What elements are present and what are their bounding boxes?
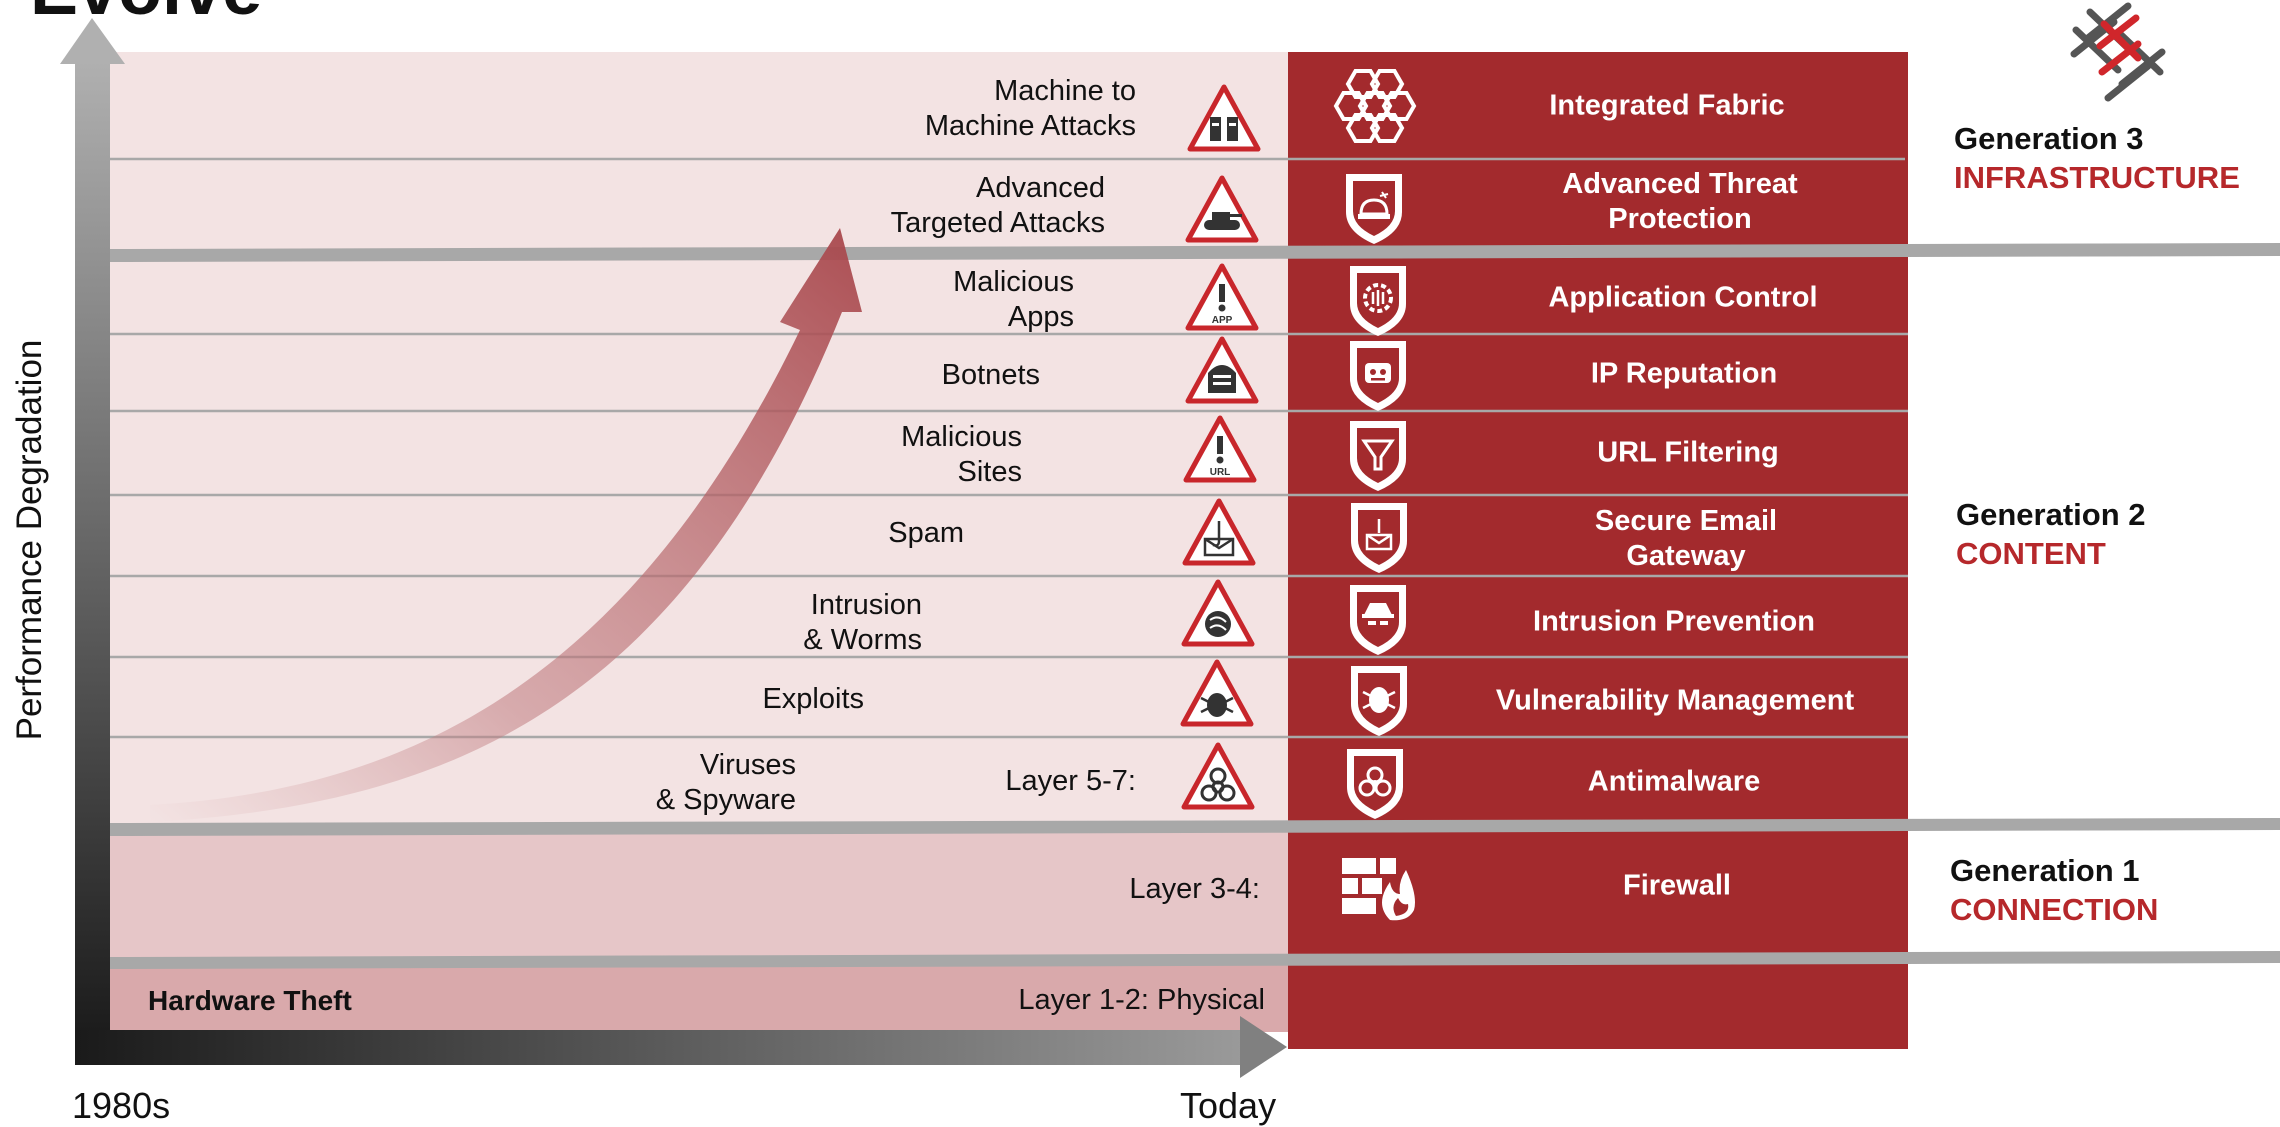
generation-3-category: INFRASTRUCTURE <box>1954 159 2240 195</box>
svg-text:URL: URL <box>1210 467 1231 478</box>
row-dividers <box>110 157 1908 739</box>
tank-warning-icon <box>1185 175 1259 243</box>
layer-3-4-label: Layer 3-4: <box>1129 873 1260 905</box>
shield-email-icon <box>1351 503 1407 573</box>
shield-gear-icon <box>1350 266 1406 336</box>
generation-1-name: Generation 1 <box>1950 853 2140 888</box>
generation-3-name: Generation 3 <box>1954 121 2144 156</box>
shield-filter-icon <box>1350 421 1406 491</box>
x-axis-arrowhead <box>1240 1016 1287 1078</box>
layer-5-7-label: Layer 5-7: <box>1005 765 1136 797</box>
y-axis <box>75 60 110 1045</box>
generation-2-category: CONTENT <box>1956 535 2106 571</box>
shield-robot-icon <box>1350 341 1406 411</box>
solution-icons <box>1333 69 1417 921</box>
x-axis <box>75 1030 1245 1065</box>
threat-label-exploits: Exploits <box>762 683 864 715</box>
shield-bug-icon <box>1351 666 1407 736</box>
hexagon-fabric-icon <box>1333 69 1417 143</box>
url-warning-icon: URL <box>1183 415 1257 483</box>
biohazard-warning-icon <box>1181 742 1255 810</box>
solution-url-filtering: URL Filtering <box>1597 436 1779 469</box>
threat-label-viruses-spyware: Viruses & Spyware <box>655 749 796 816</box>
page-title: Evolve <box>30 0 262 26</box>
solution-ip-reputation: IP Reputation <box>1590 357 1778 390</box>
solution-application-control: Application Control <box>1548 281 1818 314</box>
svg-text:APP: APP <box>1212 315 1233 326</box>
hardware-theft-label: Hardware Theft <box>148 985 352 1016</box>
x-axis-end-label: Today <box>1180 1085 1277 1126</box>
shield-sandbox-icon <box>1346 174 1402 244</box>
threat-label-advanced-targeted: Advanced Targeted Attacks <box>890 172 1105 239</box>
y-axis-label: Performance Degradation <box>10 339 49 741</box>
layer-1-2-label: Layer 1-2: Physical <box>1018 984 1265 1016</box>
generation-3-block: Generation 3 INFRASTRUCTURE <box>1954 120 2240 198</box>
fortinet-logo <box>2070 2 2166 102</box>
solution-antimalware: Antimalware <box>1587 765 1761 798</box>
solution-firewall: Firewall <box>1623 869 1731 902</box>
generation-1-block: Generation 1 CONNECTION <box>1950 852 2158 930</box>
warning-icons: APP URL <box>1180 84 1261 810</box>
bug-warning-icon <box>1180 659 1254 727</box>
threat-label-malicious-apps: Malicious Apps <box>953 266 1074 333</box>
physical-band <box>110 962 1288 1032</box>
generation-1-category: CONNECTION <box>1950 891 2159 927</box>
solution-vulnerability-management: Vulnerability Management <box>1495 684 1855 717</box>
app-warning-icon: APP <box>1185 263 1259 331</box>
generation-dividers <box>110 243 2280 969</box>
worm-warning-icon <box>1181 579 1255 647</box>
threat-label-spam: Spam <box>888 517 964 549</box>
connection-band <box>110 828 1288 962</box>
spam-warning-icon <box>1182 498 1256 566</box>
solution-advanced-threat-protection: Advanced Threat Protection <box>1562 168 1798 235</box>
threat-label-intrusion-worms: Intrusion & Worms <box>803 589 922 656</box>
x-axis-start-label: 1980s <box>72 1085 171 1126</box>
solution-intrusion-prevention: Intrusion Prevention <box>1533 605 1815 638</box>
generation-2-name: Generation 2 <box>1956 497 2146 532</box>
shield-spy-icon <box>1350 585 1406 655</box>
solution-integrated-fabric: Integrated Fabric <box>1549 89 1785 122</box>
threat-label-malicious-sites: Malicious Sites <box>901 421 1022 488</box>
m2m-warning-icon <box>1187 84 1261 152</box>
threat-band <box>110 52 1288 828</box>
firewall-flame-icon <box>1342 858 1415 921</box>
solution-secure-email-gateway: Secure Email Gateway <box>1594 505 1778 572</box>
growth-curve-arrow <box>150 228 862 822</box>
threat-label-botnets: Botnets <box>941 359 1040 391</box>
robot-warning-icon <box>1185 336 1259 404</box>
generation-2-block: Generation 2 CONTENT <box>1956 496 2146 574</box>
threat-label-m2m: Machine to Machine Attacks <box>924 75 1136 142</box>
shield-biohazard-icon <box>1347 749 1403 819</box>
y-axis-arrowhead <box>60 18 125 64</box>
